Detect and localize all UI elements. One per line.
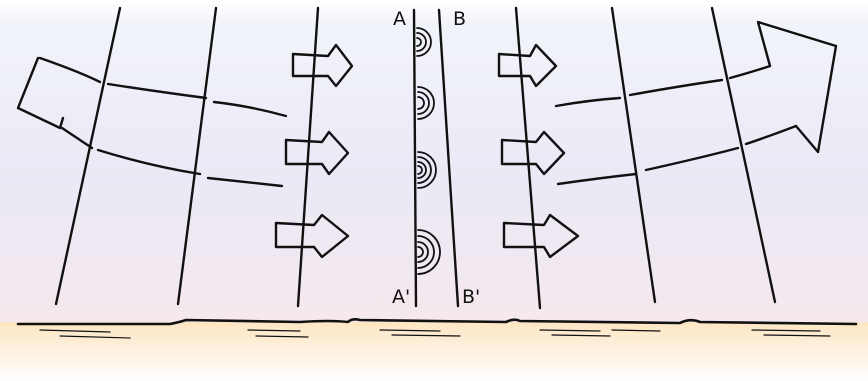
barrier-line-b bbox=[437, 8, 460, 308]
ground-background bbox=[0, 322, 868, 381]
small-arrow-left-2 bbox=[284, 130, 350, 176]
wavelet-group-3 bbox=[417, 151, 437, 189]
big-arrow-left-lower-edge bbox=[60, 126, 94, 150]
ground-hatches bbox=[39, 329, 831, 339]
wavefront-line-3 bbox=[296, 6, 320, 308]
wavefront-line-2 bbox=[176, 6, 218, 306]
label-b-prime: B' bbox=[462, 286, 481, 308]
small-arrow-left-3 bbox=[274, 213, 350, 259]
barrier-line-a bbox=[412, 8, 418, 308]
label-a: A bbox=[393, 8, 406, 30]
wavelet-group-4 bbox=[417, 229, 441, 275]
big-arrow-right-upper-edge bbox=[554, 96, 622, 108]
big-arrow-right-upper-edge-3 bbox=[728, 64, 772, 80]
wavelet-group-1 bbox=[416, 27, 432, 57]
big-arrow-right-upper-edge-2 bbox=[628, 78, 724, 97]
big-arrow-left-upper-edge bbox=[38, 56, 102, 84]
small-arrow-left-1 bbox=[291, 43, 354, 88]
big-arrow-right-lower-edge-2 bbox=[644, 146, 740, 172]
small-arrow-right-1 bbox=[497, 43, 558, 88]
wavefront-line-1 bbox=[54, 6, 122, 306]
label-a-prime: A' bbox=[392, 286, 411, 308]
wavefront-line-4 bbox=[514, 6, 542, 310]
wavefront-line-6 bbox=[710, 6, 777, 304]
ground-surface-line bbox=[16, 318, 858, 326]
big-arrow-left-upper-edge-2 bbox=[106, 82, 208, 100]
big-arrow-left-lower-edge-3 bbox=[206, 176, 284, 188]
small-arrow-right-2 bbox=[500, 130, 566, 176]
small-arrow-right-3 bbox=[502, 213, 580, 259]
big-arrow-right-lower-edge bbox=[556, 172, 638, 186]
label-b: B bbox=[453, 8, 467, 30]
big-arrow-right-lower-edge-3 bbox=[744, 124, 798, 146]
big-arrow-right-head bbox=[756, 20, 838, 154]
wavefront-line-5 bbox=[610, 6, 657, 304]
big-arrow-left-lower-edge-2 bbox=[96, 148, 202, 176]
big-arrow-left-upper-edge-3 bbox=[212, 100, 288, 118]
wavelet-group-2 bbox=[417, 86, 435, 120]
big-arrow-left-tail bbox=[16, 56, 65, 130]
